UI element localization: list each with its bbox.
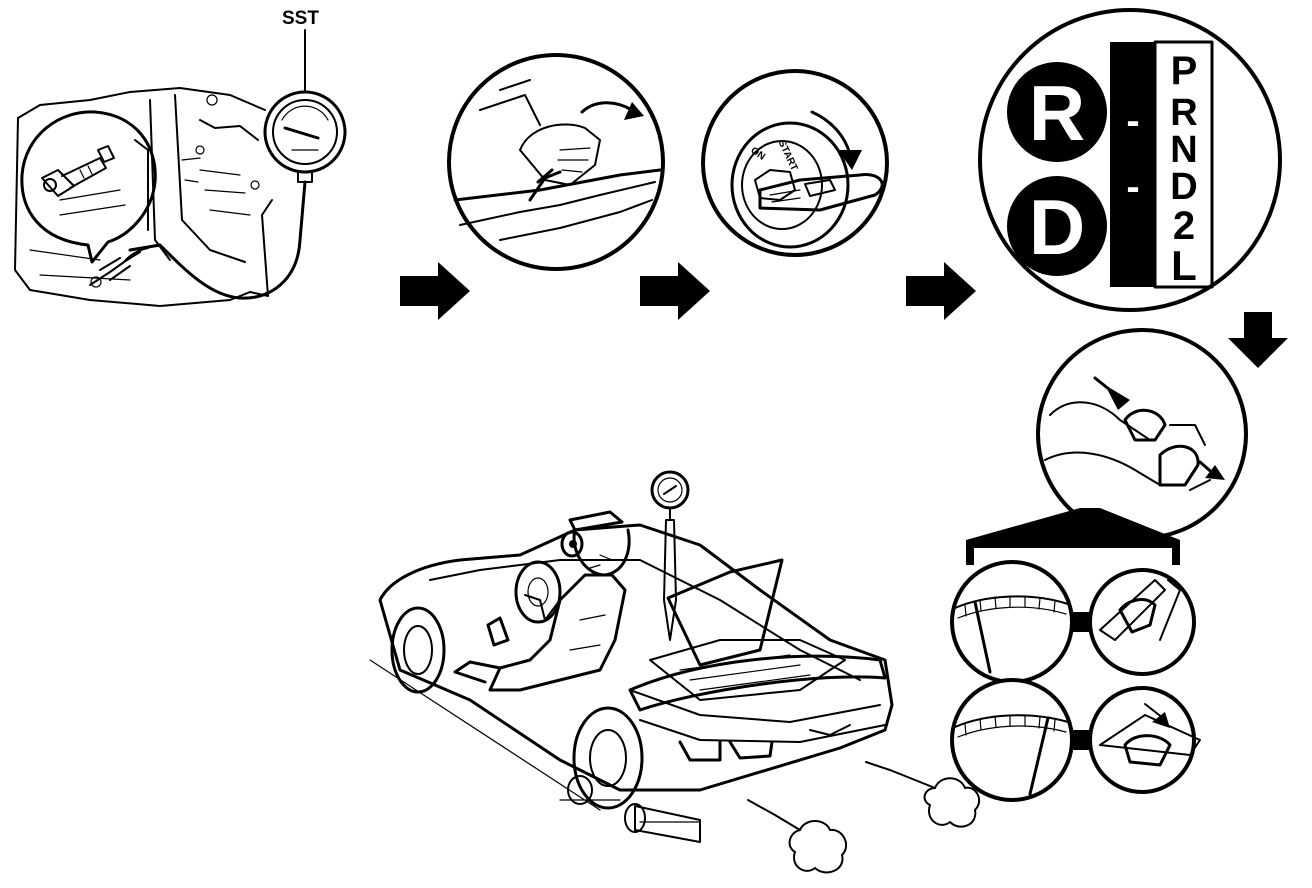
quadrant-p: P	[1171, 49, 1198, 93]
transmission-housing	[14, 87, 273, 307]
selector-dash-1: -	[1126, 99, 1139, 143]
car-body	[378, 523, 894, 792]
drive-badge-label: D	[1029, 183, 1085, 271]
down-arrow-icon	[1228, 312, 1288, 368]
rear-wheel	[572, 706, 644, 810]
car-stall-test-illustration	[369, 470, 981, 874]
quadrant-l: L	[1171, 242, 1197, 289]
step-pedals	[1036, 328, 1248, 540]
tachometer-detail-1	[950, 560, 1074, 684]
right-arrow-icon	[400, 262, 470, 320]
right-arrow-icon	[640, 262, 710, 320]
front-wheel	[390, 606, 446, 694]
tachometer-detail-2	[950, 678, 1074, 802]
quadrant-2: 2	[1173, 204, 1195, 248]
shift-badge-r: R	[1007, 62, 1107, 162]
step-shift-selector: R D - - P R N D 2 L	[978, 8, 1282, 312]
hand-pulling-brake-illustration	[453, 79, 662, 241]
hydraulic-fitting-icon	[41, 145, 115, 197]
quadrant-d: D	[1170, 166, 1197, 208]
exhaust-smoke	[747, 761, 981, 874]
quadrant-r: R	[1170, 92, 1197, 134]
technician-figure	[453, 510, 631, 692]
quadrant-n: N	[1170, 129, 1197, 171]
right-arrow-icon	[906, 262, 976, 320]
pedal-detail-2	[1088, 686, 1201, 794]
detail-bracket	[966, 508, 1180, 565]
selector-dash-2: -	[1126, 165, 1139, 209]
key-icon	[758, 173, 884, 212]
steering-wheel	[514, 560, 562, 624]
shift-badge-d: D	[1007, 176, 1107, 276]
detail-connector-2	[1070, 730, 1094, 750]
fitting-callout	[20, 110, 157, 264]
step-gauge-installation: SST	[14, 8, 347, 307]
hose-connector	[89, 247, 149, 288]
cabin-pressure-gauge	[650, 470, 690, 641]
shift-quadrant-panel	[1153, 40, 1214, 289]
wheel-chocks	[567, 775, 701, 843]
reverse-badge-label: R	[1029, 69, 1085, 157]
sst-label: SST	[282, 8, 319, 29]
step-parking-brake	[447, 53, 665, 271]
sst-pressure-gauge: SST	[128, 8, 347, 300]
parking-brake-circle	[447, 53, 665, 271]
selector-indicator-bar	[1110, 42, 1155, 287]
feet-on-pedals-illustration	[1044, 376, 1225, 491]
shift-quadrant-letters: P R N D 2 L	[1170, 49, 1197, 289]
pedal-detail-1	[1088, 568, 1196, 676]
step-ignition-start: ON START	[701, 69, 889, 257]
detail-connector-1	[1070, 612, 1094, 632]
